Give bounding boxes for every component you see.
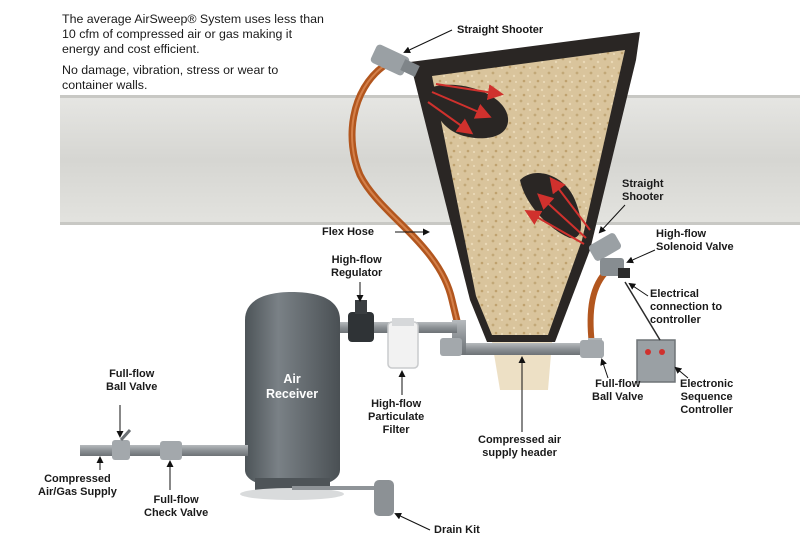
controller-box — [624, 281, 676, 383]
header-elbow-left — [440, 338, 462, 356]
ball-valve-handle — [119, 428, 132, 442]
leader-straight-shooter-right — [598, 204, 626, 234]
leader-ball-valve-right — [600, 358, 609, 379]
air-pulse-arrow — [435, 83, 504, 101]
leader-straight-shooter-top — [403, 29, 453, 54]
label-compressed-supply: Compressed Air/Gas Supply — [38, 473, 117, 498]
ball-valve-left — [112, 440, 130, 460]
label-sequence-controller: Electronic Sequence Controller — [680, 378, 734, 416]
air-pulse-arrow — [549, 176, 591, 231]
straight-shooter-right — [588, 233, 622, 261]
label-particulate-filter: High-flow Particulate Filter — [368, 398, 425, 436]
label-drain-kit: Drain Kit — [434, 524, 480, 536]
header-elbow-right — [580, 340, 604, 358]
check-valve — [160, 441, 182, 460]
intro-line-no-damage: No damage, vibration, stress or wear to … — [62, 63, 279, 92]
straight-shooter-top — [370, 44, 420, 77]
flex-hose-right — [587, 267, 611, 348]
label-check-valve: Full-flow Check Valve — [144, 494, 209, 519]
particulate-filter — [387, 318, 419, 369]
label-supply-header: Compressed air supply header — [478, 434, 562, 459]
leader-controller — [674, 366, 689, 379]
label-flex-hose: Flex Hose — [322, 226, 374, 238]
label-air-receiver: Air Receiver — [265, 372, 319, 401]
wall-band-edge-bottom — [60, 222, 800, 225]
intro-line-efficiency: The average AirSweep® System uses less t… — [62, 12, 324, 56]
supply-header-pipe — [455, 343, 600, 355]
air-pulse-arrow — [537, 193, 587, 239]
label-straight-shooter-top: Straight Shooter — [457, 24, 544, 36]
drain-kit — [374, 480, 394, 516]
air-pulse-arrow — [431, 91, 492, 119]
air-pulse-arrow — [524, 210, 585, 245]
air-receiver-tank — [240, 292, 344, 500]
label-solenoid-valve: High-flow Solenoid Valve — [656, 228, 734, 253]
intro-text: The average AirSweep® System uses less t… — [62, 12, 332, 99]
leader-solenoid — [626, 249, 656, 264]
flex-hose-left-sheen — [351, 64, 459, 326]
leader-electrical — [628, 282, 649, 297]
label-electrical-connection: Electrical connection to controller — [650, 288, 723, 326]
leader-drain-kit — [394, 512, 431, 531]
label-straight-shooter-right: Straight Shooter — [622, 178, 664, 203]
air-pulse-arrow — [427, 101, 474, 135]
regulator — [348, 300, 374, 342]
solenoid-valve — [600, 258, 630, 278]
label-ball-valve-right: Full-flow Ball Valve — [592, 378, 644, 403]
label-high-flow-regulator: High-flow Regulator — [331, 254, 383, 279]
label-ball-valve-left: Full-flow Ball Valve — [106, 368, 158, 393]
